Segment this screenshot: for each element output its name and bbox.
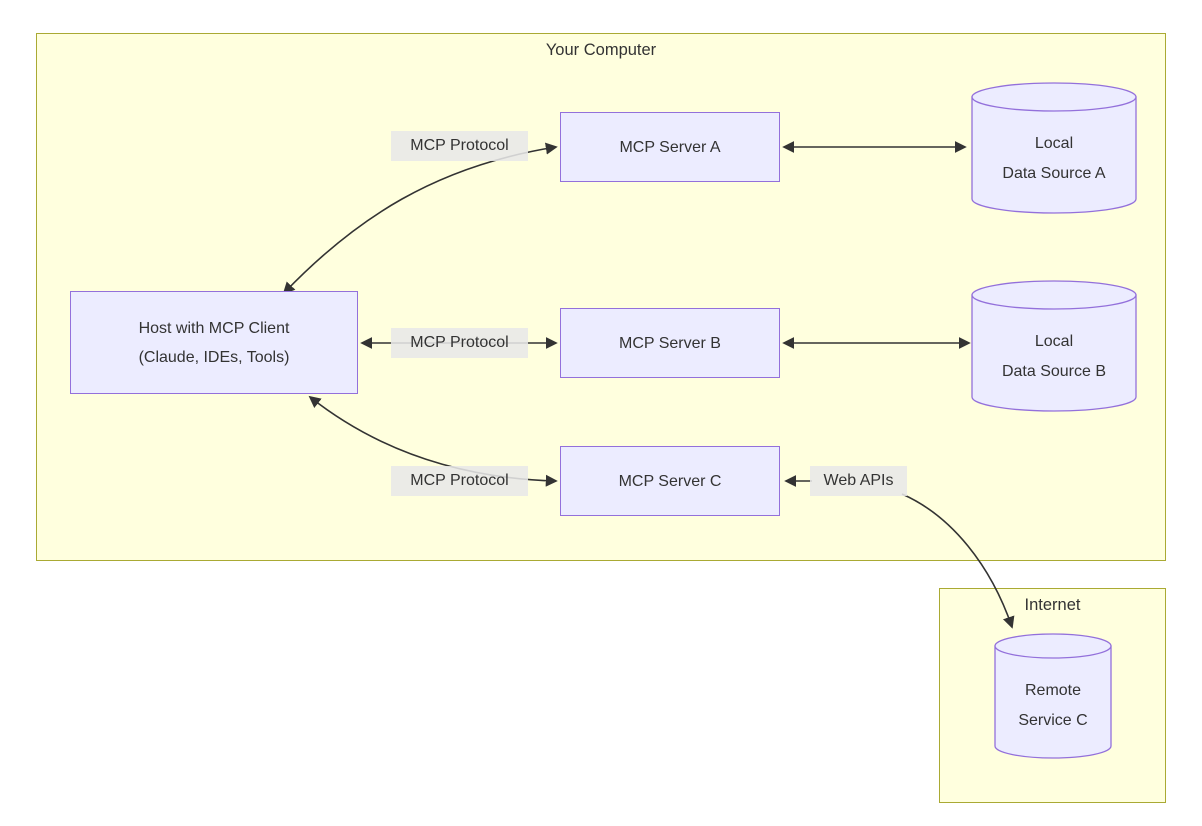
remote-service-c-label: Remote Service C [980,676,1126,735]
node-mcp-server-a: MCP Server A [560,112,780,182]
mcp-server-c-label: MCP Server C [618,472,722,490]
node-mcp-server-c: MCP Server C [560,446,780,516]
node-host-with-mcp-client: Host with MCP Client (Claude, IDEs, Tool… [70,291,358,394]
edge-label-mcp-protocol-b: MCP Protocol [391,328,528,358]
data-b-line2: Data Source B [1001,362,1107,380]
remote-c-line2: Service C [1018,711,1088,729]
data-b-line1: Local [1034,333,1074,350]
data-a-line2: Data Source A [1002,164,1106,182]
remote-c-line1: Remote [1024,682,1082,699]
node-mcp-server-b: MCP Server B [560,308,780,378]
host-label-line1: Host with MCP Client [138,319,290,337]
edge-label-web-apis: Web APIs [810,466,907,496]
mcp-server-a-label: MCP Server A [619,138,721,156]
data-a-line1: Local [1034,135,1074,152]
mcp-server-b-label: MCP Server B [619,334,721,352]
cluster-your-computer-title: Your Computer [545,41,657,59]
edge-label-mcp-protocol-c: MCP Protocol [391,466,528,496]
host-label-line2: (Claude, IDEs, Tools) [138,348,290,366]
local-data-source-a-label: Local Data Source A [972,129,1136,188]
cluster-internet-title: Internet [1024,596,1081,614]
edge-label-mcp-protocol-a: MCP Protocol [391,131,528,161]
local-data-source-b-label: Local Data Source B [972,327,1136,386]
